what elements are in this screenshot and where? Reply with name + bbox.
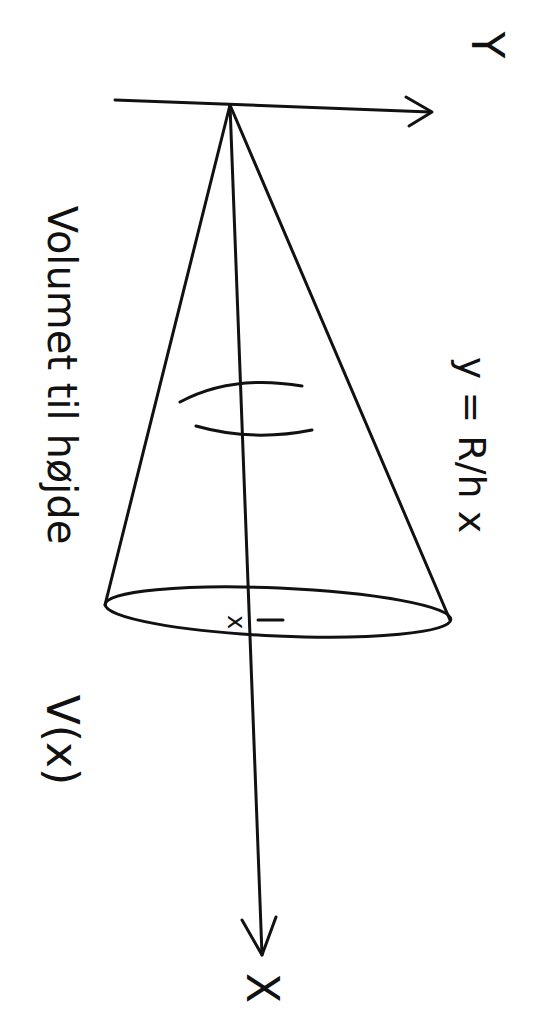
line-equation: y = R/h x (453, 357, 491, 533)
height-tick (258, 619, 283, 622)
x-axis-arrowhead (242, 917, 276, 955)
cone-base (104, 580, 452, 643)
x-axis (230, 105, 262, 955)
cross-section-arc (196, 426, 312, 435)
volume-caption: Volumet til højde (42, 206, 82, 545)
cone-edge (230, 105, 450, 620)
cross-section-arc (180, 382, 302, 402)
cone-edge (105, 105, 230, 605)
volume-symbol: V(x) (40, 695, 84, 785)
axis-label: Y (465, 32, 509, 59)
height-mark: x (224, 615, 248, 629)
axis-label: X (240, 973, 284, 1003)
y-axis-arrowhead (406, 97, 432, 126)
y-axis (115, 100, 430, 112)
